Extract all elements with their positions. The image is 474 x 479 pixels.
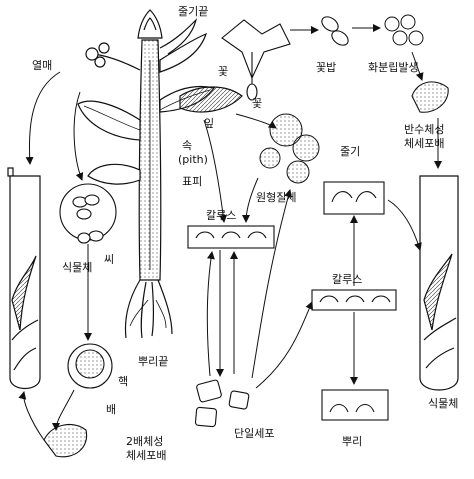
label-plant-right: 식물체 (428, 397, 459, 410)
single-cells (194, 379, 250, 428)
label-haploid-cell-2: 체세포배 (404, 137, 445, 150)
label-fruit: 열매 (32, 59, 53, 72)
label-haploid-cell-1: 반수체성 (404, 123, 445, 136)
seed-drawing (59, 183, 117, 244)
label-pith-english: (pith) (178, 153, 208, 166)
pollen-grains (384, 14, 424, 46)
label-root-tip: 뿌리끝 (138, 355, 169, 368)
label-anther: 꽃밥 (316, 61, 337, 74)
label-root: 뿌리 (342, 435, 363, 448)
label-diploid-cell-1: 2배체성 (126, 435, 164, 448)
label-flower-1: 꽃 (218, 65, 229, 78)
callus-dish-right (311, 289, 397, 311)
label-embryo: 배 (106, 403, 117, 416)
central-plant (77, 9, 243, 339)
label-callus-right: 칼루스 (332, 273, 363, 286)
root-dish (321, 389, 389, 421)
label-epidermis: 표피 (182, 175, 203, 188)
label-pith: 속 (182, 139, 193, 152)
label-shoot-tip: 줄기끝 (178, 5, 209, 18)
process-arrows (18, 24, 442, 441)
right-test-tube (419, 175, 459, 391)
label-pollen-development: 화분립발생 (368, 61, 419, 74)
haploid-embryo-drawing (411, 81, 449, 113)
label-protoplast: 원형질체 (256, 191, 297, 204)
label-single-cell: 단일세포 (234, 427, 275, 440)
label-stem: 줄기 (340, 145, 361, 158)
callus-dish-center (187, 225, 275, 249)
label-diploid-cell-2: 체세포배 (126, 449, 167, 462)
label-nucleus: 핵 (118, 375, 129, 388)
label-callus-center: 칼루스 (206, 209, 237, 222)
embryo-drawing (67, 343, 113, 389)
protoplast-cells (259, 113, 320, 184)
label-leaf: 잎 (204, 117, 215, 130)
anther-drawing (321, 16, 349, 46)
stem-dish (323, 181, 385, 215)
diploid-embryo-drawing (43, 424, 88, 458)
label-flower-2: 꽃 (252, 97, 263, 110)
label-plant-left: 식물체 (62, 261, 93, 274)
label-seed: 씨 (104, 253, 115, 266)
flower-drawing (221, 19, 291, 101)
left-test-tube (7, 167, 41, 390)
